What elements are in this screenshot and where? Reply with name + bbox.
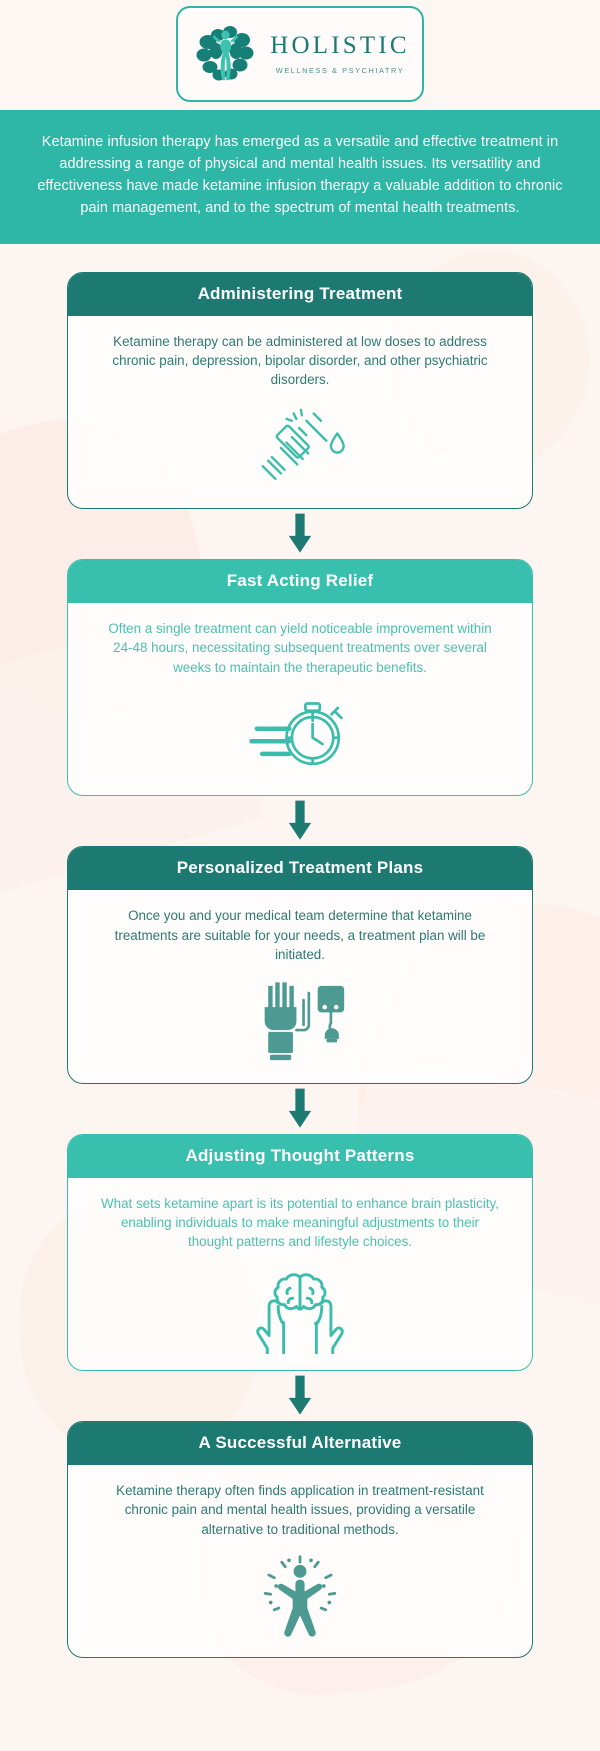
hands-holding-brain-icon [68,1258,532,1370]
tree-person-logo-icon [190,18,262,90]
down-arrow-icon [0,796,600,846]
step-card-administering-treatment: Administering Treatment Ketamine therapy… [67,271,533,509]
step-body: Ketamine therapy often finds application… [116,1482,484,1537]
logo-lockup: HOLISTIC WELLNESS & PSYCHIATRY [176,6,424,102]
down-arrow-icon [0,1084,600,1134]
brand-title: HOLISTIC [270,32,410,60]
step-title: A Successful Alternative [68,1421,532,1465]
step-title: Personalized Treatment Plans [68,847,532,891]
brand-subtitle: WELLNESS & PSYCHIATRY [275,65,405,75]
step-title: Fast Acting Relief [68,559,532,603]
stopwatch-icon [68,683,532,795]
logo-header: HOLISTIC WELLNESS & PSYCHIATRY [0,0,600,110]
step-body: Often a single treatment can yield notic… [108,620,492,675]
step-title: Adjusting Thought Patterns [68,1134,532,1178]
step-card-a-successful-alternative: A Successful Alternative Ketamine therap… [67,1420,533,1659]
step-body: Once you and your medical team determine… [114,908,486,963]
step-title: Administering Treatment [68,272,532,316]
down-arrow-icon [0,509,600,559]
step-card-adjusting-thought-patterns: Adjusting Thought Patterns What sets ket… [67,1133,533,1371]
celebrating-person-icon [68,1545,532,1657]
step-card-fast-acting-relief: Fast Acting Relief Often a single treatm… [67,558,533,797]
syringe-icon [68,396,532,508]
step-card-personalized-treatment-plans: Personalized Treatment Plans Once you an… [67,846,533,1084]
intro-banner: Ketamine infusion therapy has emerged as… [0,110,600,244]
intro-text: Ketamine infusion therapy has emerged as… [37,134,563,216]
step-body: Ketamine therapy can be administered at … [112,333,488,388]
steps-flow: Administering Treatment Ketamine therapy… [0,244,600,1685]
step-body: What sets ketamine apart is its potentia… [101,1195,499,1250]
iv-infusion-monitor-icon [68,971,532,1083]
down-arrow-icon [0,1371,600,1421]
logo-text: HOLISTIC WELLNESS & PSYCHIATRY [270,32,410,75]
